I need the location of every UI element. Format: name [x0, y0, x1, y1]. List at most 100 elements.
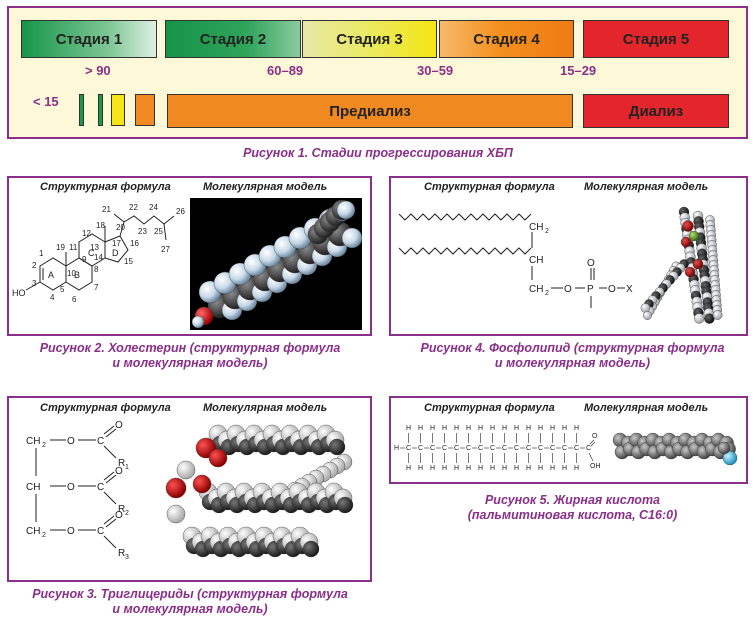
ring-c-label: C	[88, 248, 95, 258]
r3-label: R	[118, 548, 125, 559]
atom-12-label: 12	[82, 229, 91, 238]
gfr-label-3: 30–59	[417, 63, 454, 78]
hydrogen-label: H	[478, 425, 483, 432]
figure-2-caption-line2: и молекулярная модель)	[112, 356, 268, 370]
structural-formula-label-4: Структурная формула	[424, 181, 555, 193]
gfr-label-low: < 15	[33, 94, 59, 109]
phospholipid-structure: CH 2 CH CH 2 O O P O X	[398, 213, 633, 308]
carbon-label: C	[478, 445, 483, 452]
r3-sub: 3	[125, 554, 129, 561]
bond	[589, 439, 595, 445]
atom-26-label: 26	[176, 207, 185, 216]
gfr-label-2: 60–89	[267, 63, 304, 78]
carbon-label: C	[538, 445, 543, 452]
ch2-top-label-3: CH	[26, 436, 40, 447]
atom-18-label: 18	[96, 221, 105, 230]
hydrogen-label: H	[418, 425, 423, 432]
hydrogen-label: H	[538, 425, 543, 432]
atom-16-label: 16	[130, 239, 139, 248]
hydrogen-atom	[642, 311, 652, 320]
hydrogen-label: H	[538, 465, 543, 472]
cholesterol-molecular-model	[190, 198, 362, 330]
hydrogen-atom	[712, 310, 723, 320]
atom-9-label: 9	[82, 255, 87, 264]
ch2-top-sub-3: 2	[42, 442, 46, 449]
carbon-label: C	[562, 445, 567, 452]
hydrogen-label: H	[550, 465, 555, 472]
ch2-bottom-label-3: CH	[26, 526, 40, 537]
ch2-bottom-sub-3: 2	[42, 532, 46, 539]
figure-4-caption-line2: и молекулярная модель)	[494, 356, 651, 370]
atom-8-label: 8	[94, 265, 99, 274]
structural-formula-label-3: Структурная формула	[40, 402, 171, 414]
carbon-label: C	[490, 445, 495, 452]
oxygen-atom	[722, 450, 738, 466]
oxygen-1-label: O	[564, 284, 572, 295]
hydrogen-label: H	[490, 425, 495, 432]
r1-sub: 1	[125, 464, 129, 471]
r2-label: R	[118, 504, 125, 515]
gfr-label-4: 15–29	[560, 63, 597, 78]
small-bar-4	[135, 94, 155, 126]
chain-atom	[704, 313, 715, 324]
hydrogen-atom	[336, 200, 356, 220]
gfr-label-1: > 90	[85, 63, 111, 78]
carbon-label: C	[526, 445, 531, 452]
atom-2-label: 2	[32, 261, 37, 270]
bond	[590, 441, 596, 447]
atom-15-label: 15	[124, 257, 133, 266]
atom-23-label: 23	[138, 227, 147, 236]
hydrogen-label: H	[514, 465, 519, 472]
ring-a-label: A	[48, 270, 54, 280]
molecular-model-label-4: Молекулярная модель	[584, 181, 709, 193]
cholesterol-structure: 1 2 3 4 5 6 7 8 9 10 11 12 13 14 15 16 1…	[12, 203, 185, 304]
figure-5-caption-line1: Рисунок 5. Жирная кислота	[484, 493, 661, 507]
carbonyl-c-1: C	[97, 436, 104, 447]
ckd-stages-figure: Стадия 1 Стадия 2 Стадия 3 Стадия 4 Стад…	[7, 6, 748, 139]
hydrogen-label: H	[430, 425, 435, 432]
figure-2-caption-line1: Рисунок 2. Холестерин (структурная форму…	[39, 341, 341, 355]
hydrogen-label: H	[550, 425, 555, 432]
hydrogen-label: H	[478, 465, 483, 472]
oxygen-atom	[682, 220, 694, 232]
hydrogen-label: H	[406, 465, 411, 472]
hydrogen-label: H	[442, 425, 447, 432]
hydrogen-label: H	[454, 465, 459, 472]
hydrogen-label: H	[418, 465, 423, 472]
ch-label-3: CH	[26, 482, 40, 493]
atom-20-label: 20	[116, 223, 125, 232]
carbon-label: C	[574, 445, 579, 452]
molecular-model-label: Молекулярная модель	[203, 181, 328, 193]
small-bar-2	[98, 94, 103, 126]
carbonyl-o-3: O	[115, 510, 123, 521]
molecular-model-label-5: Молекулярная модель	[584, 402, 709, 414]
fatty-acid-molecular-model	[612, 432, 738, 466]
r1-label: R	[118, 458, 125, 469]
carbon-atom	[328, 438, 346, 456]
atom-5-label: 5	[60, 285, 65, 294]
hydroxyl-label: OH	[590, 463, 601, 470]
oxygen-2-label: O	[587, 258, 595, 269]
hydroxyl-label: HO	[12, 288, 26, 298]
carbon-label: C	[502, 445, 507, 452]
predialysis-bar: Предиализ	[167, 94, 573, 128]
hydrogen-label: H	[526, 425, 531, 432]
hydrogen-atom	[176, 460, 196, 480]
atom-21-label: 21	[102, 205, 111, 214]
hydrogen-label: H	[574, 465, 579, 472]
structural-formula-label: Структурная формула	[40, 181, 171, 193]
phosphorus-label: P	[587, 284, 594, 295]
stage-5-box: Стадия 5	[583, 20, 729, 58]
hydrogen-label: H	[562, 425, 567, 432]
atom-25-label: 25	[154, 227, 163, 236]
phosphorus-atom	[688, 230, 700, 242]
bond	[588, 452, 594, 462]
carbon-label: C	[514, 445, 519, 452]
oxygen-atom	[692, 258, 704, 270]
figure-1-caption: Рисунок 1. Стадии прогрессирования ХБП	[243, 146, 513, 160]
triglyceride-structure: CH 2 O C O R 1 CH O C O R 2 CH 2 O C O R…	[26, 420, 129, 561]
carbonyl-c-3: C	[97, 526, 104, 537]
carbon-label: C	[586, 445, 591, 452]
stage-3-box: Стадия 3	[302, 20, 437, 58]
